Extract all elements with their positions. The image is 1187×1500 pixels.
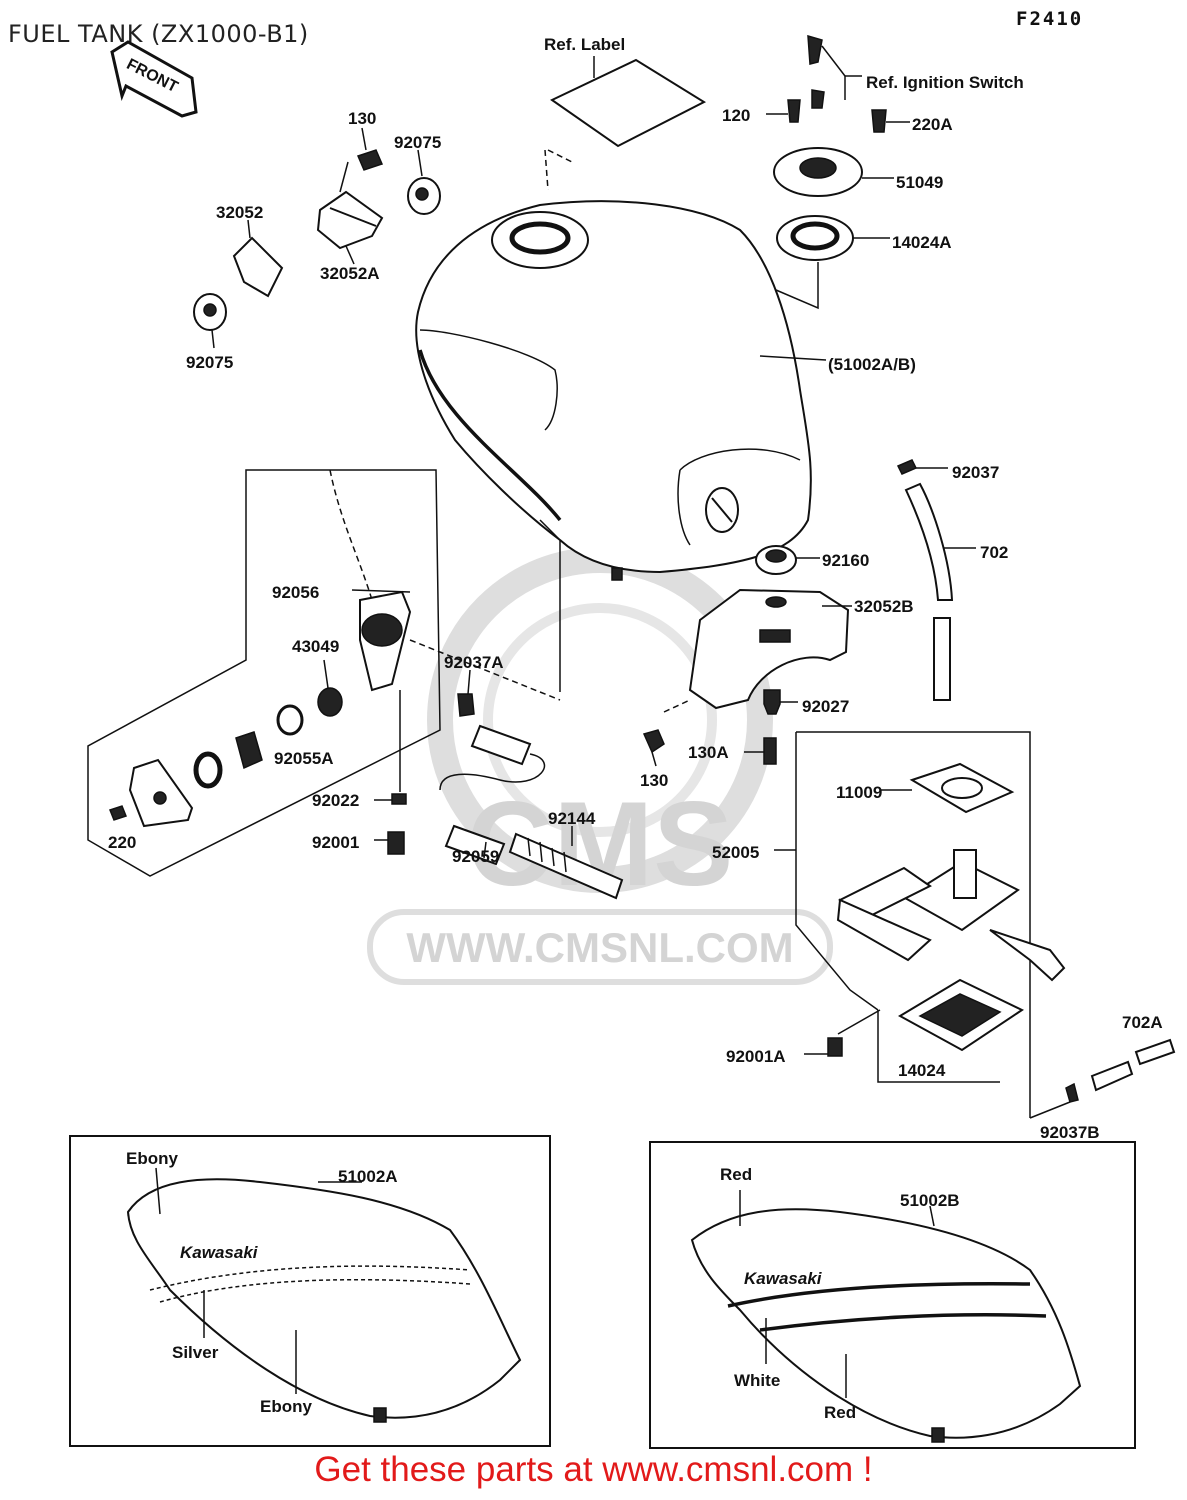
- label-702A: 702A: [1122, 1013, 1163, 1032]
- variant-a-part: 51002A: [338, 1167, 398, 1186]
- label-130-lower: 130: [640, 771, 668, 790]
- footer-link[interactable]: Get these parts at www.cmsnl.com !: [314, 1450, 873, 1489]
- label-92075-b: 92075: [186, 353, 233, 372]
- diagram-code: F2410: [1016, 8, 1084, 30]
- variant-a-panel: Kawasaki 51002A Ebony Silver Ebony: [69, 1135, 551, 1447]
- variant-b-part: 51002B: [900, 1191, 960, 1210]
- label-92001A: 92001A: [726, 1047, 786, 1066]
- ignition-cap-assembly: Ref. Ignition Switch 120 220A 51049 1402…: [722, 34, 1024, 310]
- variant-a-color-2: Silver: [172, 1343, 219, 1362]
- label-14024: 14024: [898, 1061, 946, 1080]
- label-120: 120: [722, 106, 750, 125]
- fuel-pump-group: 11009 52005 14024 92001A 702A 92037B: [712, 731, 1176, 1142]
- variant-a-logo: Kawasaki: [180, 1243, 259, 1262]
- fuel-cock-group: 92056 43049 92037A 92055A 220 92022 9200…: [87, 469, 561, 877]
- variant-b-color-1: Red: [720, 1165, 752, 1184]
- variant-b-color-3: Red: [824, 1403, 856, 1422]
- variant-b-color-2: White: [734, 1371, 780, 1390]
- label-92037A: 92037A: [444, 653, 504, 672]
- front-arrow: FRONT: [110, 40, 198, 118]
- fuel-tank-main: (51002A/B): [415, 200, 916, 581]
- label-92059: 92059: [452, 847, 499, 866]
- variant-b-panel: Kawasaki 51002B Red White Red: [649, 1141, 1136, 1449]
- label-14024A: 14024A: [892, 233, 952, 252]
- label-92037B: 92037B: [1040, 1123, 1100, 1142]
- ref-label-part: Ref. Label: [544, 35, 707, 191]
- label-92027: 92027: [802, 697, 849, 716]
- variant-a-color-1: Ebony: [126, 1149, 178, 1168]
- label-ref-label: Ref. Label: [544, 35, 625, 54]
- label-130A: 130A: [688, 743, 729, 762]
- label-92075-a: 92075: [394, 133, 441, 152]
- label-220A: 220A: [912, 115, 953, 134]
- label-702: 702: [980, 543, 1008, 562]
- variant-a-color-3: Ebony: [260, 1397, 312, 1416]
- label-32052: 32052: [216, 203, 263, 222]
- label-92001: 92001: [312, 833, 359, 852]
- rear-bracket: 92160 32052B 92027 130 130A: [640, 545, 914, 790]
- label-52005: 52005: [712, 843, 759, 862]
- label-92056: 92056: [272, 583, 319, 602]
- label-92144: 92144: [548, 809, 596, 828]
- label-32052A: 32052A: [320, 264, 380, 283]
- front-brackets: 130 92075 32052A 32052 92075: [186, 109, 441, 372]
- label-220: 220: [108, 833, 136, 852]
- page-title: FUEL TANK (ZX1000-B1): [8, 20, 309, 48]
- label-130-upper: 130: [348, 109, 376, 128]
- hose-702: 92037 702: [896, 459, 1008, 701]
- label-ref-ignition: Ref. Ignition Switch: [866, 73, 1024, 92]
- label-51002AB: (51002A/B): [828, 355, 916, 374]
- label-92022: 92022: [312, 791, 359, 810]
- label-92055A: 92055A: [274, 749, 334, 768]
- label-32052B: 32052B: [854, 597, 914, 616]
- label-92160: 92160: [822, 551, 869, 570]
- label-51049: 51049: [896, 173, 943, 192]
- label-11009: 11009: [836, 783, 882, 802]
- label-43049: 43049: [292, 637, 339, 656]
- watermark-url: WWW.CMSNL.COM: [406, 924, 793, 971]
- label-92037: 92037: [952, 463, 999, 482]
- variant-b-logo: Kawasaki: [744, 1269, 823, 1288]
- fuel-hoses: 92059 92144: [439, 519, 624, 900]
